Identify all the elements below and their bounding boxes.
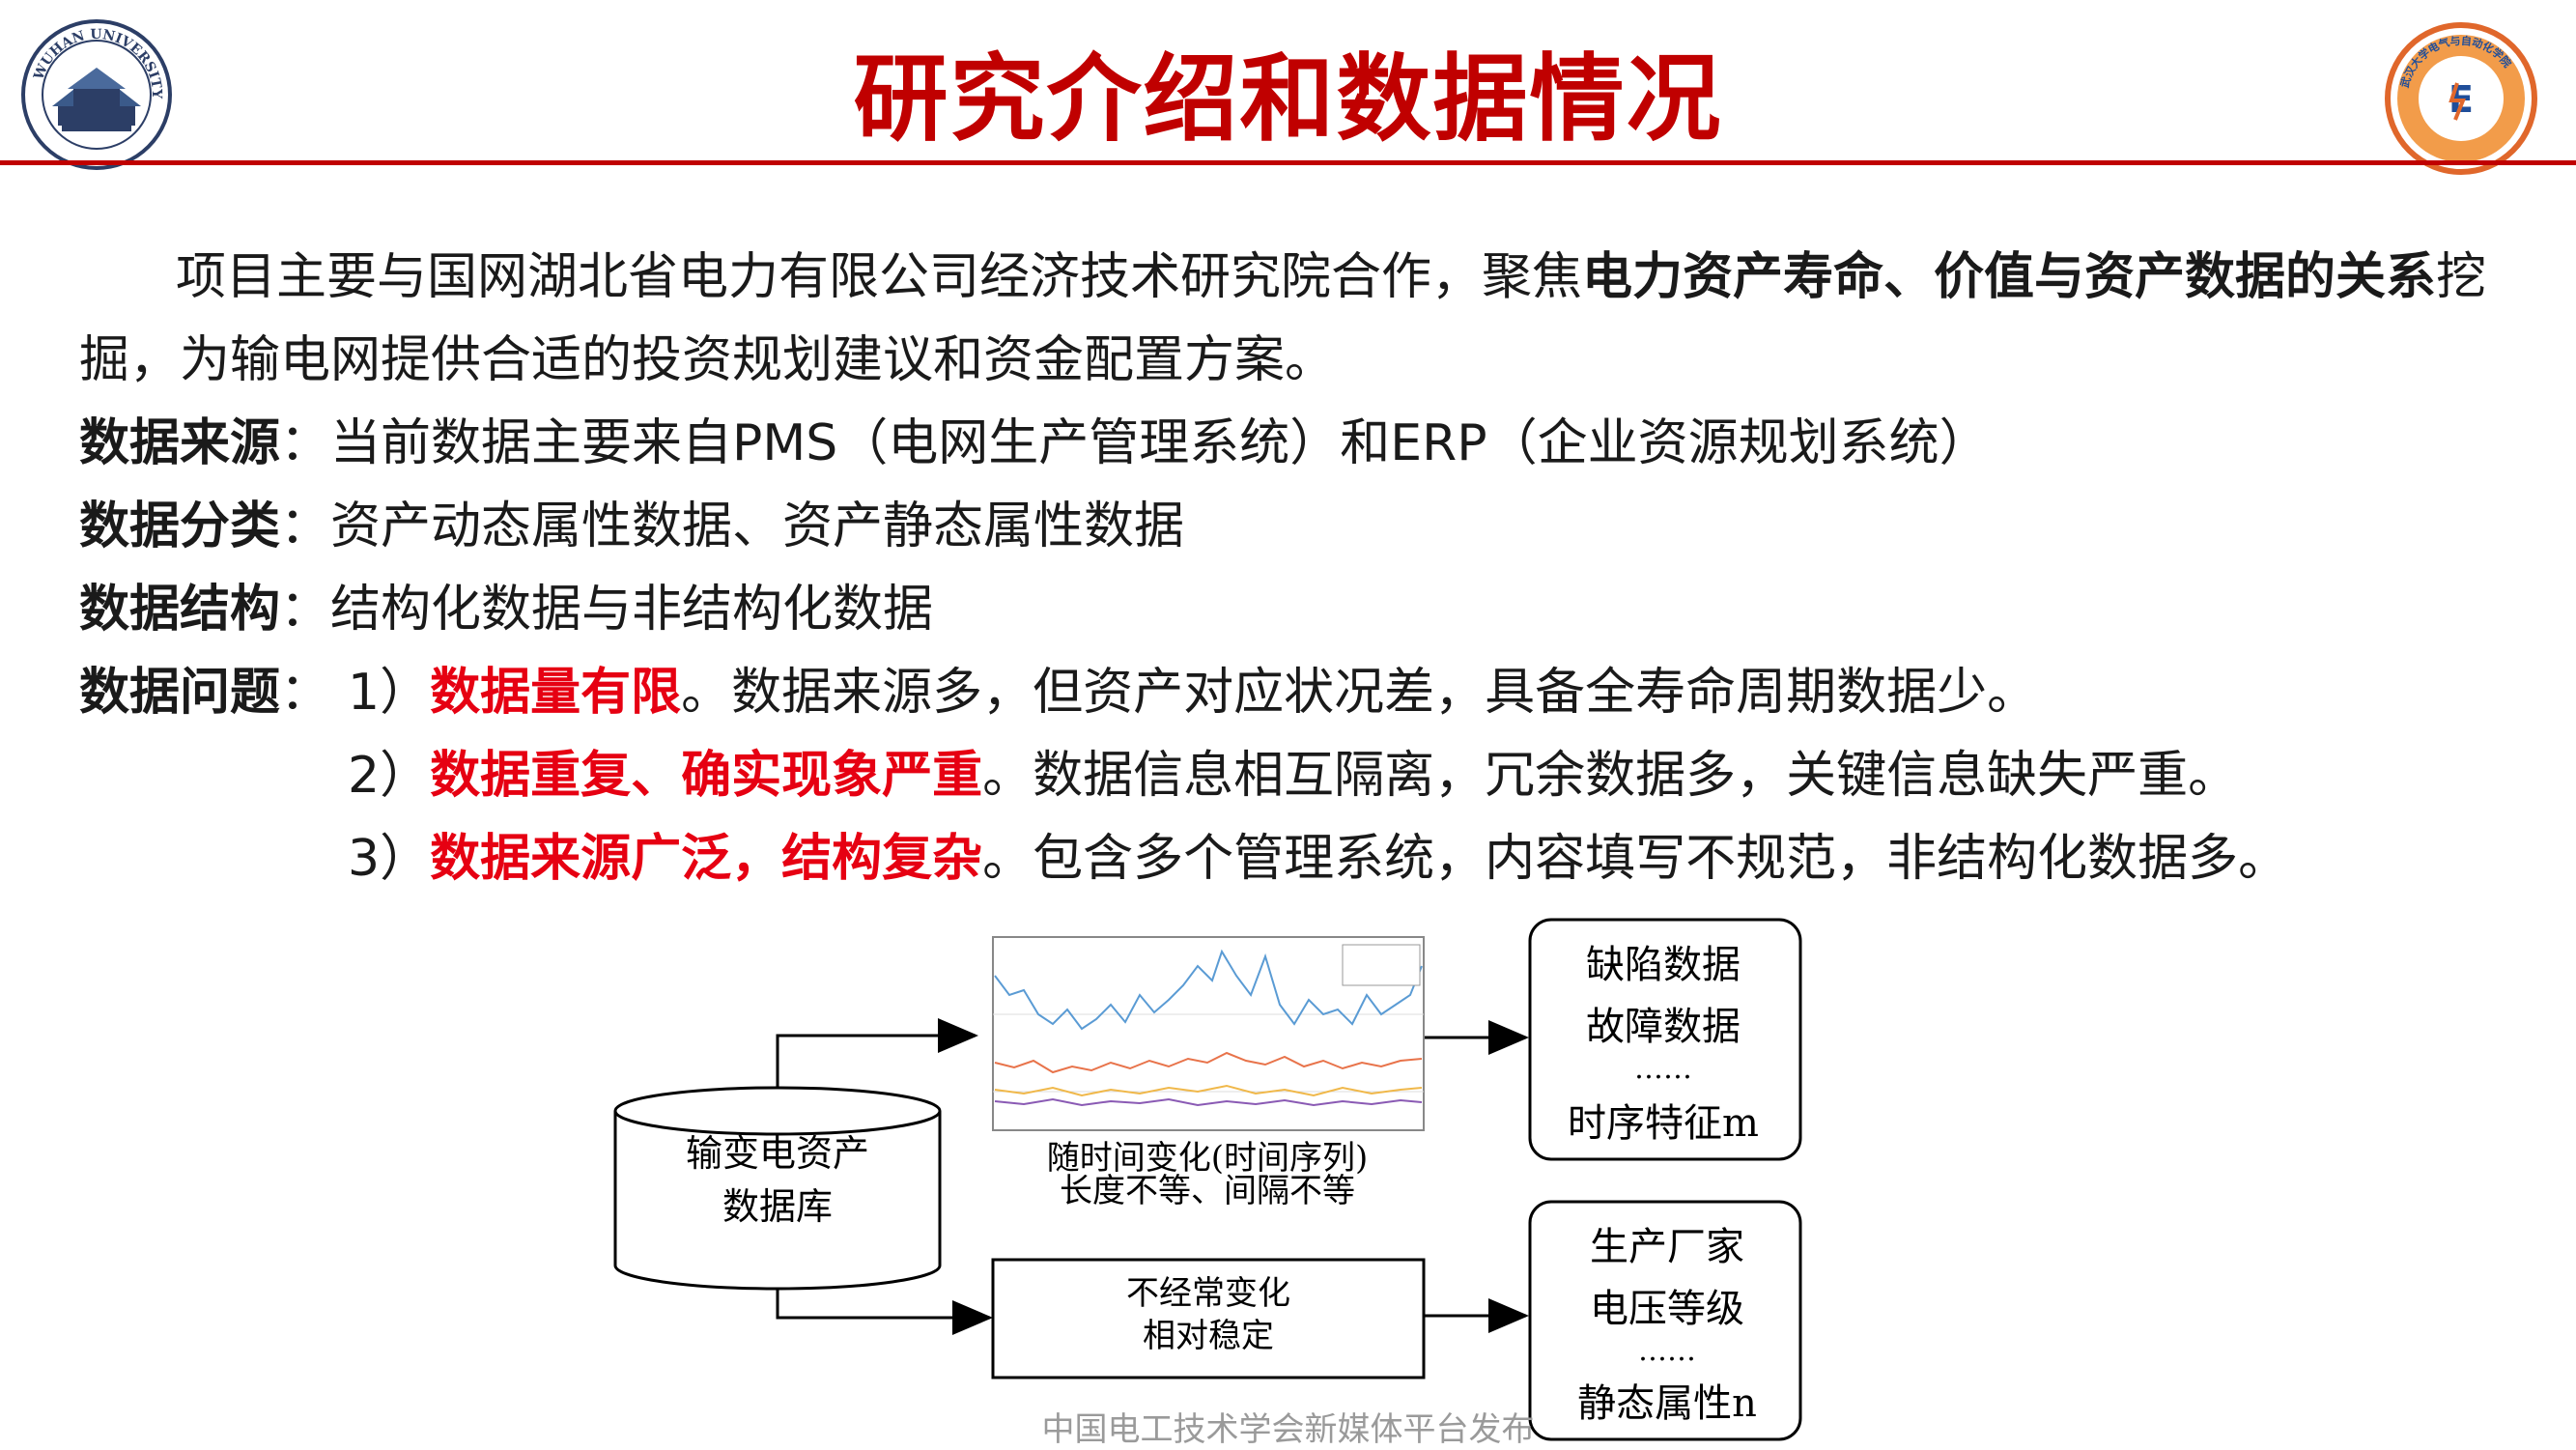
static-box-line2: 相对稳定 [1143,1317,1274,1355]
data-structure-row: 数据结构：结构化数据与非结构化数据 [79,581,934,639]
database-label-line1: 输变电资产 [686,1132,869,1175]
data-issues-row: 数据问题： [79,664,331,722]
university-logo: WUHAN UNIVERSITY [19,17,174,172]
issue-text: 。包含多个管理系统，内容填写不规范，非结构化数据多。 [982,830,2289,888]
list-item: …… [1638,1334,1696,1368]
timeseries-caption-line1: 随时间变化(时间序列) [1047,1139,1369,1178]
list-item: 时序特征m [1568,1101,1759,1146]
intro-text-2: 挖掘，为输电网提供合适的投资规划建议和资金配置方案。 [79,248,2487,389]
issue-number: 1） [348,664,431,722]
page-title: 研究介绍和数据情况 [853,44,1723,155]
issue-number: 2） [348,747,431,805]
list-item: 故障数据 [1586,1005,1741,1049]
intro-paragraph: 项目主要与国网湖北省电力有限公司经济技术研究院合作，聚焦电力资产寿命、价值与资产… [79,236,2513,402]
issue-item: 1）数据量有限。数据来源多，但资产对应状况差，具备全寿命周期数据少。 [348,651,2037,734]
title-divider [0,160,2576,165]
data-category-text: 资产动态属性数据、资产静态属性数据 [330,498,1185,555]
data-source-row: 数据来源：当前数据主要来自PMS（电网生产管理系统）和ERP（企业资源规划系统） [79,414,1990,472]
static-data-list: 生产厂家 电压等级 …… 静态属性n [1528,1200,1802,1441]
data-category-label: 数据分类 [79,498,281,555]
arrow-to-timeseries [776,1018,978,1088]
data-source-label: 数据来源 [79,414,281,472]
list-item: 缺陷数据 [1586,943,1741,987]
issue-text: 。数据来源多，但资产对应状况差，具备全寿命周期数据少。 [681,664,2038,722]
timeseries-thumbnail [992,936,1425,1131]
school-logo: 武汉大学电气与自动化学院 E [2384,21,2538,176]
issue-text: 。数据信息相互隔离，冗余数据多，关键信息缺失严重。 [982,747,2239,805]
issue-highlight: 数据重复、确实现象严重 [430,747,983,805]
list-item: 生产厂家 [1590,1225,1744,1269]
database-cylinder: 输变电资产 数据库 [613,1086,942,1291]
list-item: 静态属性n [1577,1381,1757,1426]
intro-bold-text: 电力资产寿命、价值与资产数据的关系 [1582,248,2437,306]
issue-item: 2）数据重复、确实现象严重。数据信息相互隔离，冗余数据多，关键信息缺失严重。 [348,734,2238,817]
issue-highlight: 数据量有限 [430,664,682,722]
data-structure-label: 数据结构 [79,581,281,639]
intro-text-1: 项目主要与国网湖北省电力有限公司经济技术研究院合作，聚焦 [176,248,1583,306]
issue-highlight: 数据来源广泛，结构复杂 [430,830,983,888]
arrow-to-static-box [776,1289,993,1335]
static-box-line1: 不经常变化 [1126,1274,1290,1313]
list-item: …… [1634,1052,1692,1086]
list-item: 电压等级 [1590,1287,1744,1331]
data-structure-text: 结构化数据与非结构化数据 [330,581,934,639]
issue-number: 3） [348,830,431,888]
timeseries-caption-line2: 长度不等、间隔不等 [1060,1172,1355,1210]
issue-item: 3）数据来源广泛，结构复杂。包含多个管理系统，内容填写不规范，非结构化数据多。 [348,817,2288,900]
static-attribute-box: 不经常变化 相对稳定 [991,1258,1426,1379]
database-label-line2: 数据库 [722,1185,833,1228]
watermark: 中国电工技术学会新媒体平台发布 [1041,1410,1535,1449]
data-category-row: 数据分类：资产动态属性数据、资产静态属性数据 [79,498,1185,555]
data-issues-label: 数据问题 [79,664,281,722]
data-source-text: 当前数据主要来自PMS（电网生产管理系统）和ERP（企业资源规划系统） [330,414,1990,472]
dynamic-data-list: 缺陷数据 故障数据 …… 时序特征m [1528,918,1802,1161]
